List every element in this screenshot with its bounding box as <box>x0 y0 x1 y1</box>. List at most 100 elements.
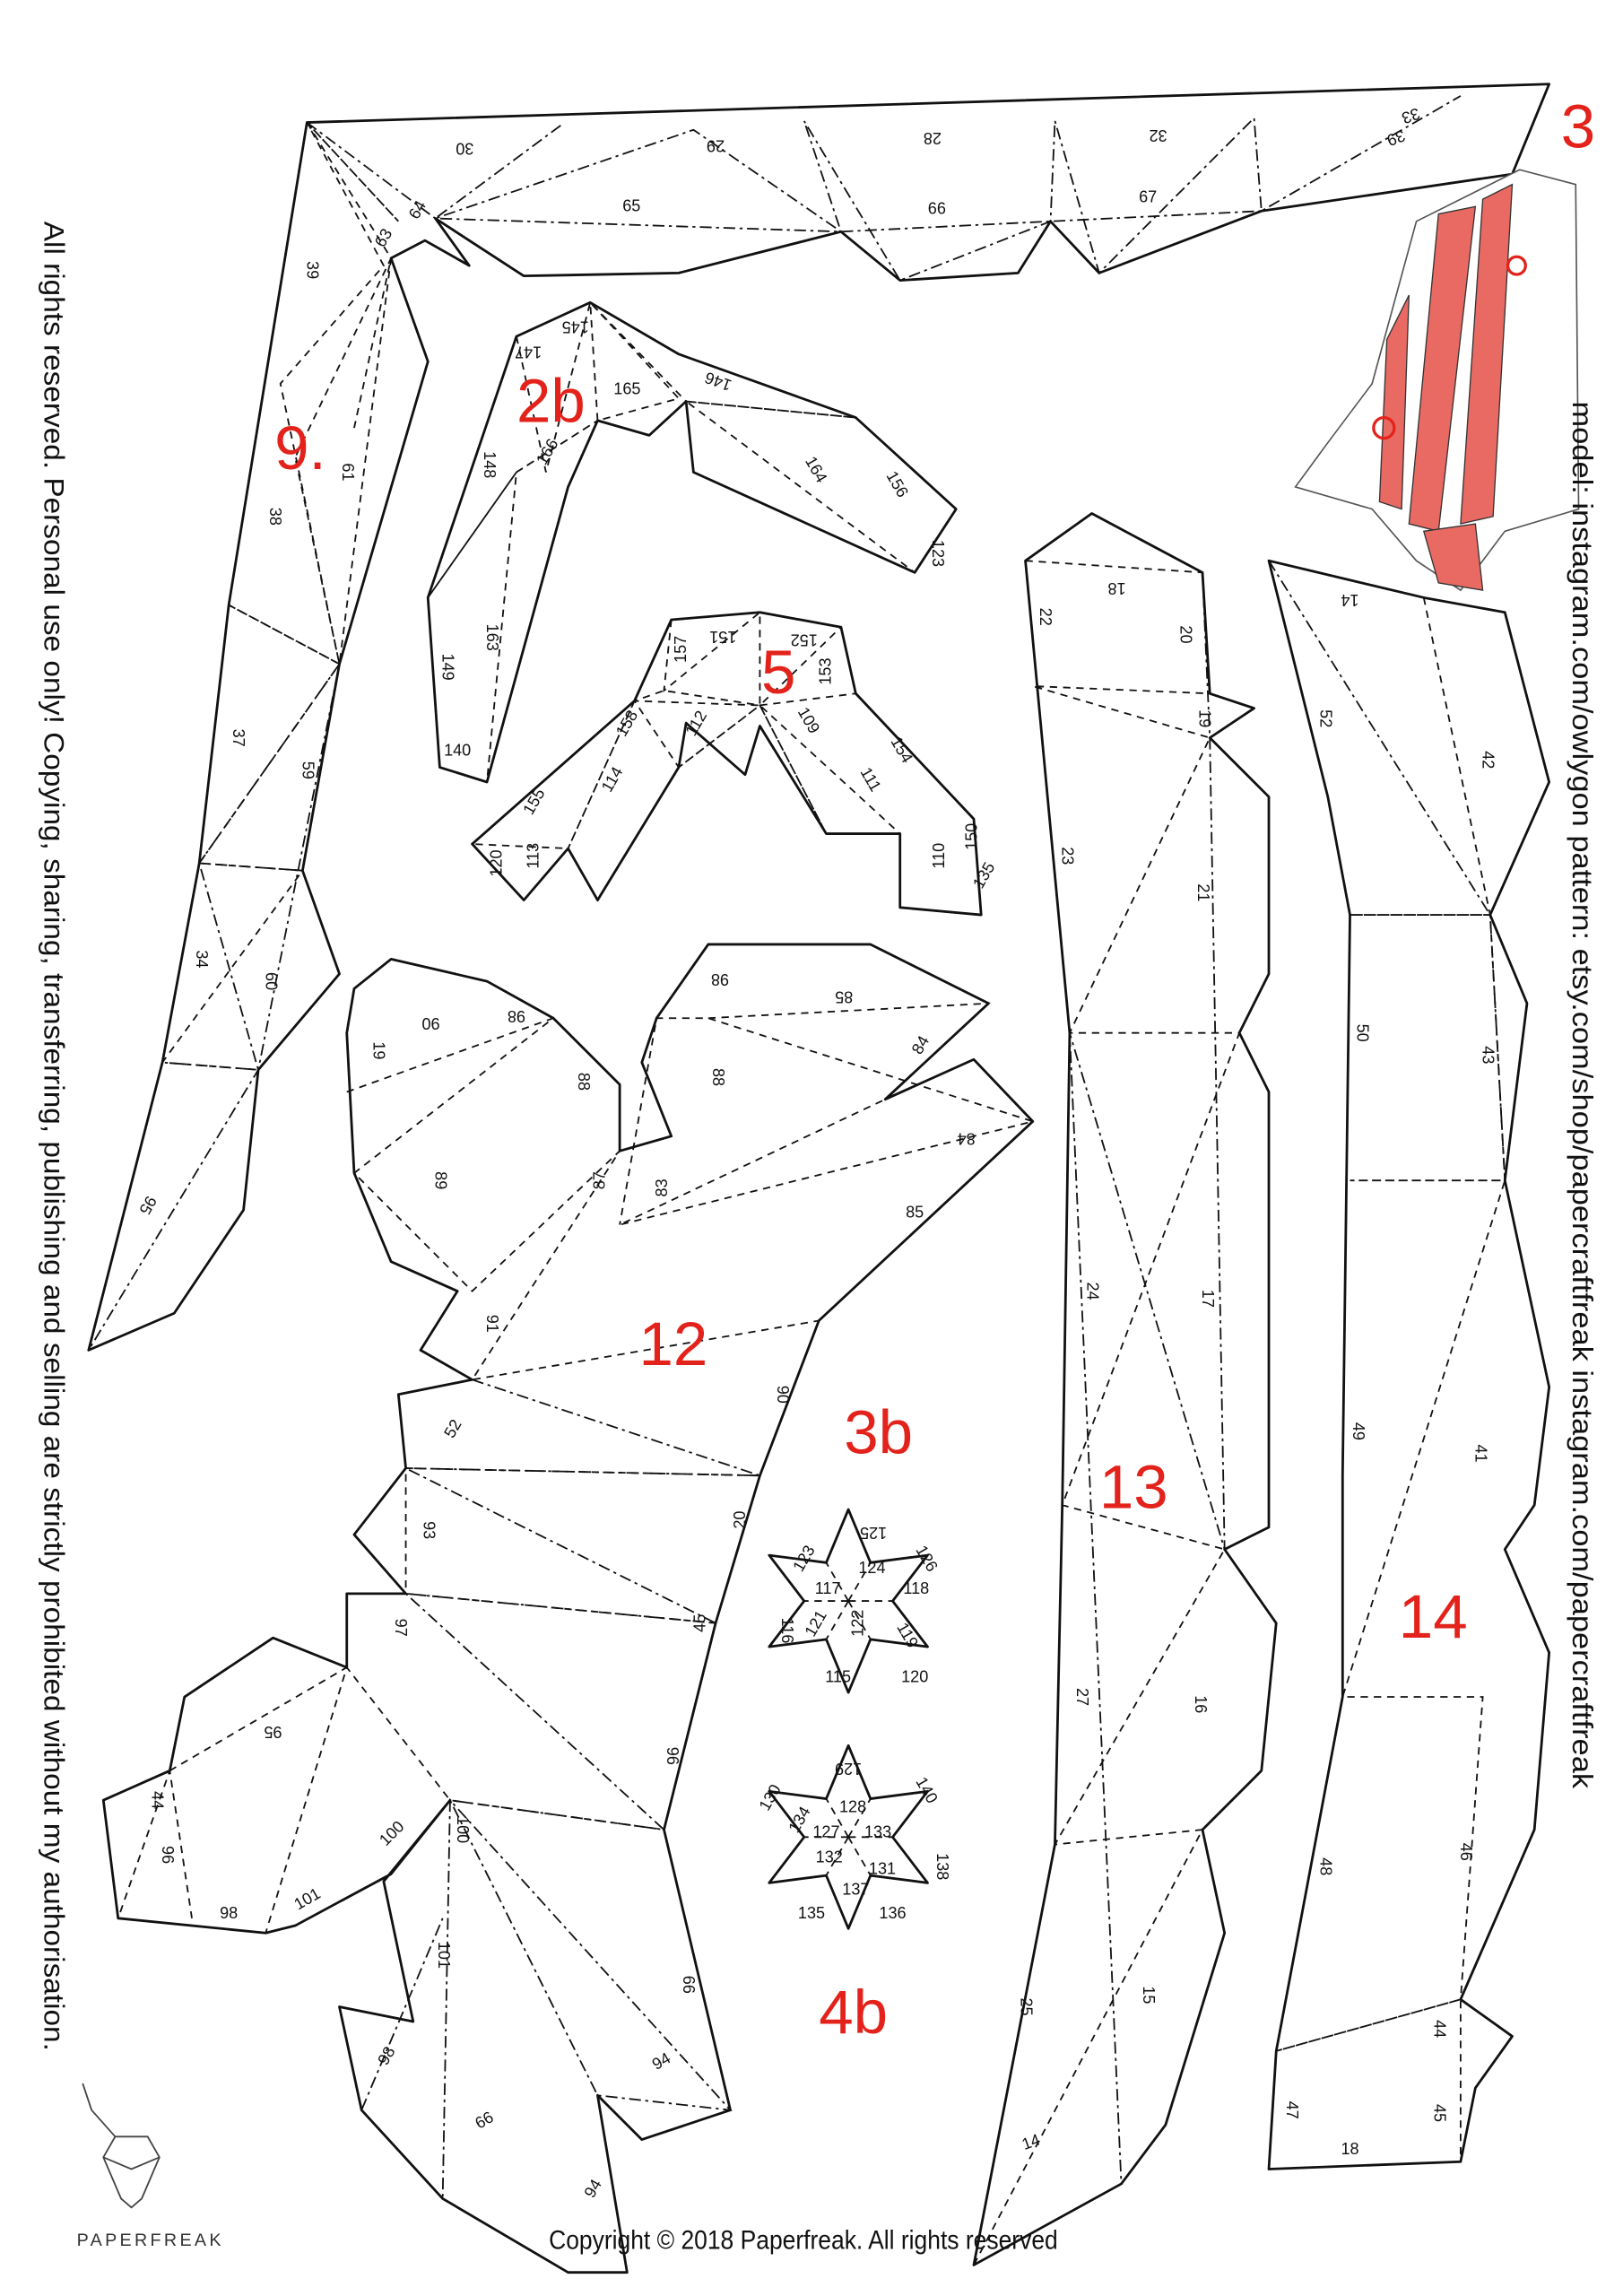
edge-number: 131 <box>869 1859 896 1877</box>
edge-number: 39 <box>303 261 321 279</box>
edge-number: 140 <box>444 741 471 759</box>
star-fold-line <box>847 1798 872 1838</box>
edge-number: 117 <box>815 1579 841 1597</box>
edge-number: 84 <box>958 1130 976 1148</box>
edge-number: 87 <box>591 1171 609 1189</box>
edge-number: 129 <box>835 1760 862 1778</box>
edge-number: 164 <box>802 453 830 485</box>
edge-number: 52 <box>1317 709 1335 727</box>
fish-model-illustration <box>1294 169 1580 592</box>
edge-number: 122 <box>849 1610 867 1637</box>
edge-number: 150 <box>962 823 980 850</box>
edge-number: 124 <box>858 1559 885 1577</box>
edge-number: 113 <box>525 843 542 869</box>
edge-number: 98 <box>220 1904 238 1922</box>
edge-number: 49 <box>1350 1422 1367 1440</box>
piece-label-13: 13 <box>1099 1451 1168 1521</box>
edge-number: 65 <box>622 196 640 214</box>
edge-number: 166 <box>533 436 561 468</box>
pieces-3b-4b <box>768 1508 929 1930</box>
edge-number: 149 <box>439 654 457 681</box>
edge-number: 114 <box>598 763 627 795</box>
edge-number: 39 <box>1384 126 1408 150</box>
edge-number: 98 <box>374 2043 398 2067</box>
piece-label-9: 9. <box>274 413 326 483</box>
edge-number: 95 <box>135 1193 160 1217</box>
edge-number: 15 <box>1140 1986 1158 2004</box>
edge-number: 138 <box>933 1853 951 1880</box>
edge-number: 18 <box>1341 2140 1358 2158</box>
edge-number: 18 <box>1108 579 1126 597</box>
edge-number: 112 <box>682 708 711 739</box>
edge-number: 153 <box>816 658 834 685</box>
edge-number: 145 <box>562 318 589 336</box>
piece-label-4b: 4b <box>819 1977 888 2047</box>
edge-number: 59 <box>299 761 317 779</box>
edge-number: 140 <box>912 1774 941 1806</box>
edge-number: 34 <box>193 950 211 968</box>
edge-number: 100 <box>376 1817 407 1848</box>
edge-number: 37 <box>230 729 247 747</box>
edge-number: 148 <box>481 451 499 478</box>
edge-number: 155 <box>519 786 548 818</box>
edge-number: 29 <box>707 136 725 154</box>
edge-number: 44 <box>1430 2020 1448 2038</box>
rights-notice: All rights reserved. Personal use only! … <box>38 222 69 2051</box>
edge-number: 98 <box>508 1007 525 1025</box>
edge-number: 85 <box>835 988 853 1006</box>
star-fold-line <box>825 1836 849 1876</box>
piece-12 <box>101 943 1037 2274</box>
edge-number: 43 <box>1480 1046 1497 1064</box>
edge-number: 89 <box>431 1171 449 1189</box>
edge-number: 116 <box>778 1618 796 1644</box>
edge-number: 132 <box>816 1848 843 1866</box>
edge-number: 14 <box>1341 591 1358 609</box>
edge-number: 33 <box>1400 104 1423 127</box>
edge-number: 47 <box>1283 2101 1301 2119</box>
edge-number: 27 <box>1073 1688 1091 1706</box>
edge-number: 98 <box>711 970 729 988</box>
edge-number: 16 <box>1192 1695 1210 1713</box>
edge-number: 97 <box>392 1619 410 1637</box>
edge-number: 158 <box>612 707 641 739</box>
edge-number: 32 <box>1150 126 1167 144</box>
edge-number: 30 <box>456 140 473 158</box>
edge-number: 21 <box>1194 883 1212 901</box>
edge-number: 28 <box>924 129 942 147</box>
edge-number: 115 <box>825 1668 851 1686</box>
edge-number: 85 <box>906 1203 924 1221</box>
edge-number: 41 <box>1471 1445 1489 1463</box>
piece-3-and-9 <box>87 83 1551 1352</box>
edge-number: 61 <box>339 463 357 481</box>
edge-number: 66 <box>472 2108 496 2132</box>
piece-label-3b: 3b <box>844 1397 913 1467</box>
edge-number: 133 <box>864 1822 891 1840</box>
edge-number: 137 <box>842 1880 869 1898</box>
piece-label-2b: 2b <box>516 366 586 436</box>
edge-number: 63 <box>371 225 395 249</box>
edge-number: 94 <box>649 2048 673 2073</box>
edge-number: 94 <box>581 2176 605 2200</box>
edge-number: 60 <box>262 972 280 990</box>
brand-name: PAPERFREAK <box>77 2231 224 2250</box>
deer-logo <box>82 2083 161 2209</box>
edge-number: 66 <box>680 1976 698 1994</box>
star-piece-outline <box>768 1744 929 1930</box>
edge-number: 135 <box>798 1904 825 1922</box>
piece-2b <box>426 300 958 784</box>
edge-number: 95 <box>264 1723 282 1741</box>
edge-number: 157 <box>672 636 690 663</box>
edge-number: 163 <box>483 624 501 651</box>
edge-number: 96 <box>664 1747 681 1765</box>
edge-number: 123 <box>789 1543 818 1575</box>
edge-number: 109 <box>794 704 823 736</box>
edge-number: 17 <box>1199 1290 1217 1308</box>
edge-number: 151 <box>709 628 736 646</box>
edge-number: 48 <box>1317 1857 1335 1875</box>
piece-14 <box>1267 559 1551 2170</box>
edge-number: 152 <box>791 631 818 648</box>
edge-number: 93 <box>420 1521 438 1539</box>
model-credits: model: instagram.com/owlygon pattern: et… <box>1567 402 1598 1789</box>
edge-number: 101 <box>435 1942 453 1969</box>
